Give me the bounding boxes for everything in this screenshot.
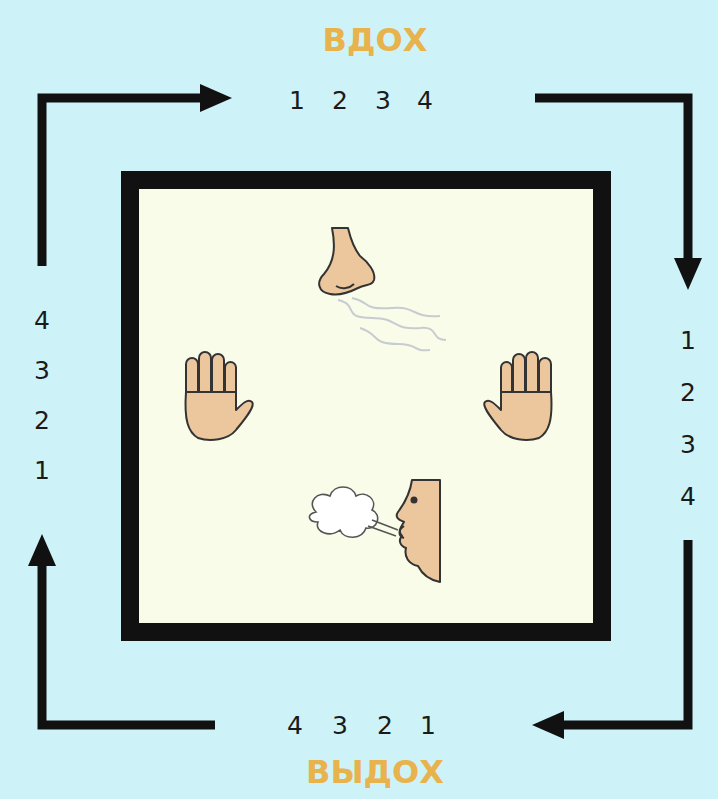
count-number: 3 bbox=[375, 88, 391, 113]
count-number: 2 bbox=[332, 88, 348, 113]
hand-icon bbox=[186, 352, 253, 440]
count-number: 1 bbox=[289, 88, 305, 113]
phase-title: ВЫДОХ bbox=[306, 756, 444, 788]
phase-title: ВДОХ bbox=[323, 24, 428, 56]
count-number: 3 bbox=[332, 713, 348, 738]
breath-square bbox=[130, 180, 602, 632]
count-number: 2 bbox=[34, 408, 50, 433]
count-number: 4 bbox=[417, 88, 433, 113]
count-number: 3 bbox=[680, 432, 696, 457]
exhale-puff bbox=[309, 487, 398, 537]
count-number: 4 bbox=[287, 713, 303, 738]
count-number: 4 bbox=[34, 308, 50, 333]
count-number: 1 bbox=[680, 328, 696, 353]
count-number: 1 bbox=[34, 458, 50, 483]
inhale-air bbox=[338, 298, 446, 350]
count-number: 4 bbox=[680, 484, 696, 509]
count-number: 3 bbox=[34, 358, 50, 383]
count-number: 2 bbox=[680, 380, 696, 405]
count-number: 1 bbox=[420, 713, 436, 738]
cycle-arrows bbox=[42, 98, 688, 725]
arrow-heads bbox=[28, 84, 702, 739]
count-number: 2 bbox=[377, 713, 393, 738]
nose-icon bbox=[319, 228, 374, 295]
face-icon bbox=[397, 480, 440, 582]
hand-icon bbox=[484, 352, 551, 440]
